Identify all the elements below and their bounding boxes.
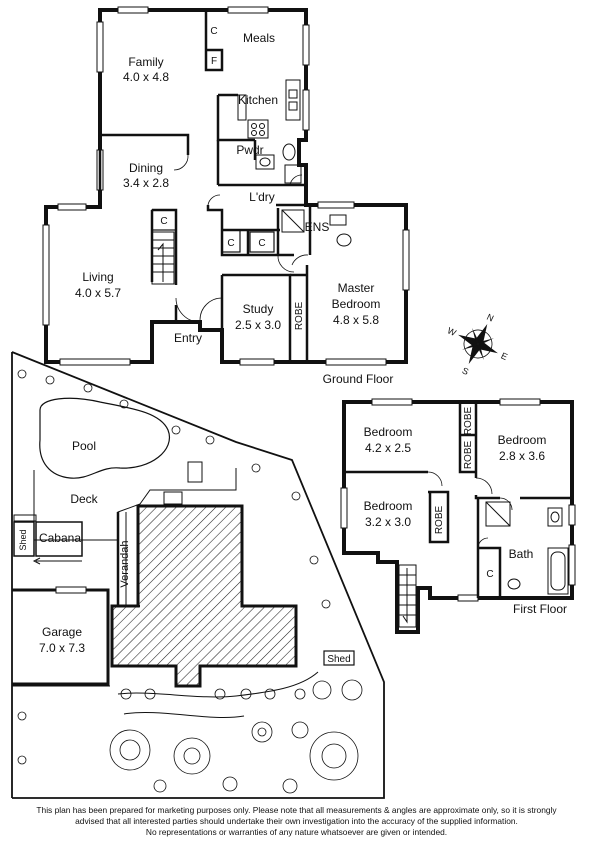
garden-path	[117, 671, 319, 698]
cupboard-box	[221, 229, 241, 253]
ground-floor-labels: Family 4.0 x 4.8 Meals Kitchen Dining 3.…	[75, 26, 393, 386]
pool-label: Pool	[72, 439, 96, 453]
first-floor-door-swings	[427, 471, 513, 549]
compass-rose: N S E W	[446, 312, 509, 377]
compass-n: N	[485, 312, 495, 324]
room-name-master-line2: Bedroom	[332, 297, 381, 311]
room-name-dining: Dining	[129, 161, 163, 175]
first-floor-stairs	[398, 564, 417, 628]
room-name-living: Living	[82, 270, 113, 284]
room-name-study: Study	[243, 302, 274, 316]
planter-box	[187, 461, 203, 483]
site-plan	[11, 351, 385, 799]
first-floor-labels: Bedroom 4.2 x 2.5 Bedroom 2.8 x 3.6 Bedr…	[364, 407, 567, 616]
bathroom-fixtures	[255, 143, 352, 247]
room-name-pwdr: Pwdr	[236, 143, 263, 157]
robe-label: ROBE	[463, 407, 474, 436]
fridge-label: F	[211, 56, 217, 67]
cupboard-label: C	[160, 216, 167, 227]
ground-floor-caption: Ground Floor	[323, 372, 394, 386]
pavers	[13, 514, 37, 522]
ground-stairs	[151, 231, 175, 285]
compass-e: E	[499, 350, 509, 362]
room-name-bedroom-3: Bedroom	[364, 499, 413, 513]
house-footprint	[110, 504, 298, 688]
first-floor-outline	[342, 400, 574, 634]
cabana-label: Cabana	[39, 531, 81, 545]
first-floor-internal-walls	[344, 402, 572, 598]
cupboard-box	[249, 231, 275, 253]
garden-trees	[17, 369, 363, 794]
first-floor-caption: First Floor	[513, 602, 567, 616]
garden-shed-outline	[323, 650, 355, 666]
garden-shed-label: Shed	[327, 654, 350, 665]
room-name-bath: Bath	[509, 547, 534, 561]
room-name-ens: ENS	[305, 220, 330, 234]
cabana-outline	[35, 521, 83, 557]
cupboard-label: C	[258, 238, 265, 249]
shed-outline	[13, 521, 35, 557]
room-name-meals: Meals	[243, 31, 275, 45]
room-name-bedroom-1: Bedroom	[364, 425, 413, 439]
room-name-master-line1: Master	[338, 281, 375, 295]
garage-size: 7.0 x 7.3	[39, 641, 85, 655]
verandah-label: Verandah	[119, 540, 131, 587]
garage-name: Garage	[42, 625, 82, 639]
compass-s: S	[460, 365, 470, 377]
room-size-master: 4.8 x 5.8	[333, 313, 379, 327]
room-size-bedroom-1: 4.2 x 2.5	[365, 441, 411, 455]
cupboard-box	[151, 209, 177, 231]
robe-label: ROBE	[294, 302, 305, 331]
compass-w: W	[446, 325, 458, 338]
room-size-living: 4.0 x 5.7	[75, 286, 121, 300]
disclaimer-line: This plan has been prepared for marketin…	[36, 805, 557, 815]
room-size-family: 4.0 x 4.8	[123, 70, 169, 84]
bbq-box	[163, 491, 183, 505]
site-labels: Pool Deck Cabana Shed Verandah Garage 7.…	[18, 439, 351, 665]
room-name-laundry: L'dry	[249, 190, 275, 204]
deck-label: Deck	[70, 492, 98, 506]
ground-floor	[42, 6, 410, 366]
room-size-study: 2.5 x 3.0	[235, 318, 281, 332]
cupboard-label: C	[227, 238, 234, 249]
disclaimer-line: advised that all interested parties shou…	[75, 816, 518, 826]
pool-outline	[39, 397, 171, 479]
robe-label: ROBE	[434, 506, 445, 535]
shed-label: Shed	[18, 529, 28, 550]
room-name-kitchen: Kitchen	[238, 93, 278, 107]
cupboard-label: C	[210, 26, 217, 37]
cupboard-label: C	[486, 569, 493, 580]
first-floor-fixtures	[485, 501, 569, 595]
room-size-dining: 3.4 x 2.8	[123, 176, 169, 190]
room-name-bedroom-2: Bedroom	[498, 433, 547, 447]
door-swings	[173, 154, 309, 323]
room-name-family: Family	[128, 55, 163, 69]
disclaimer: This plan has been prepared for marketin…	[0, 805, 593, 838]
kitchen-fixtures	[237, 79, 301, 139]
first-floor	[340, 398, 576, 634]
robe-label: ROBE	[463, 441, 474, 470]
site-boundary	[11, 351, 385, 799]
deck-outline	[33, 468, 237, 541]
room-name-entry: Entry	[174, 331, 202, 345]
room-size-bedroom-3: 3.2 x 3.0	[365, 515, 411, 529]
disclaimer-line: No representations or warranties of any …	[145, 827, 448, 837]
room-size-bedroom-2: 2.8 x 3.6	[499, 449, 545, 463]
